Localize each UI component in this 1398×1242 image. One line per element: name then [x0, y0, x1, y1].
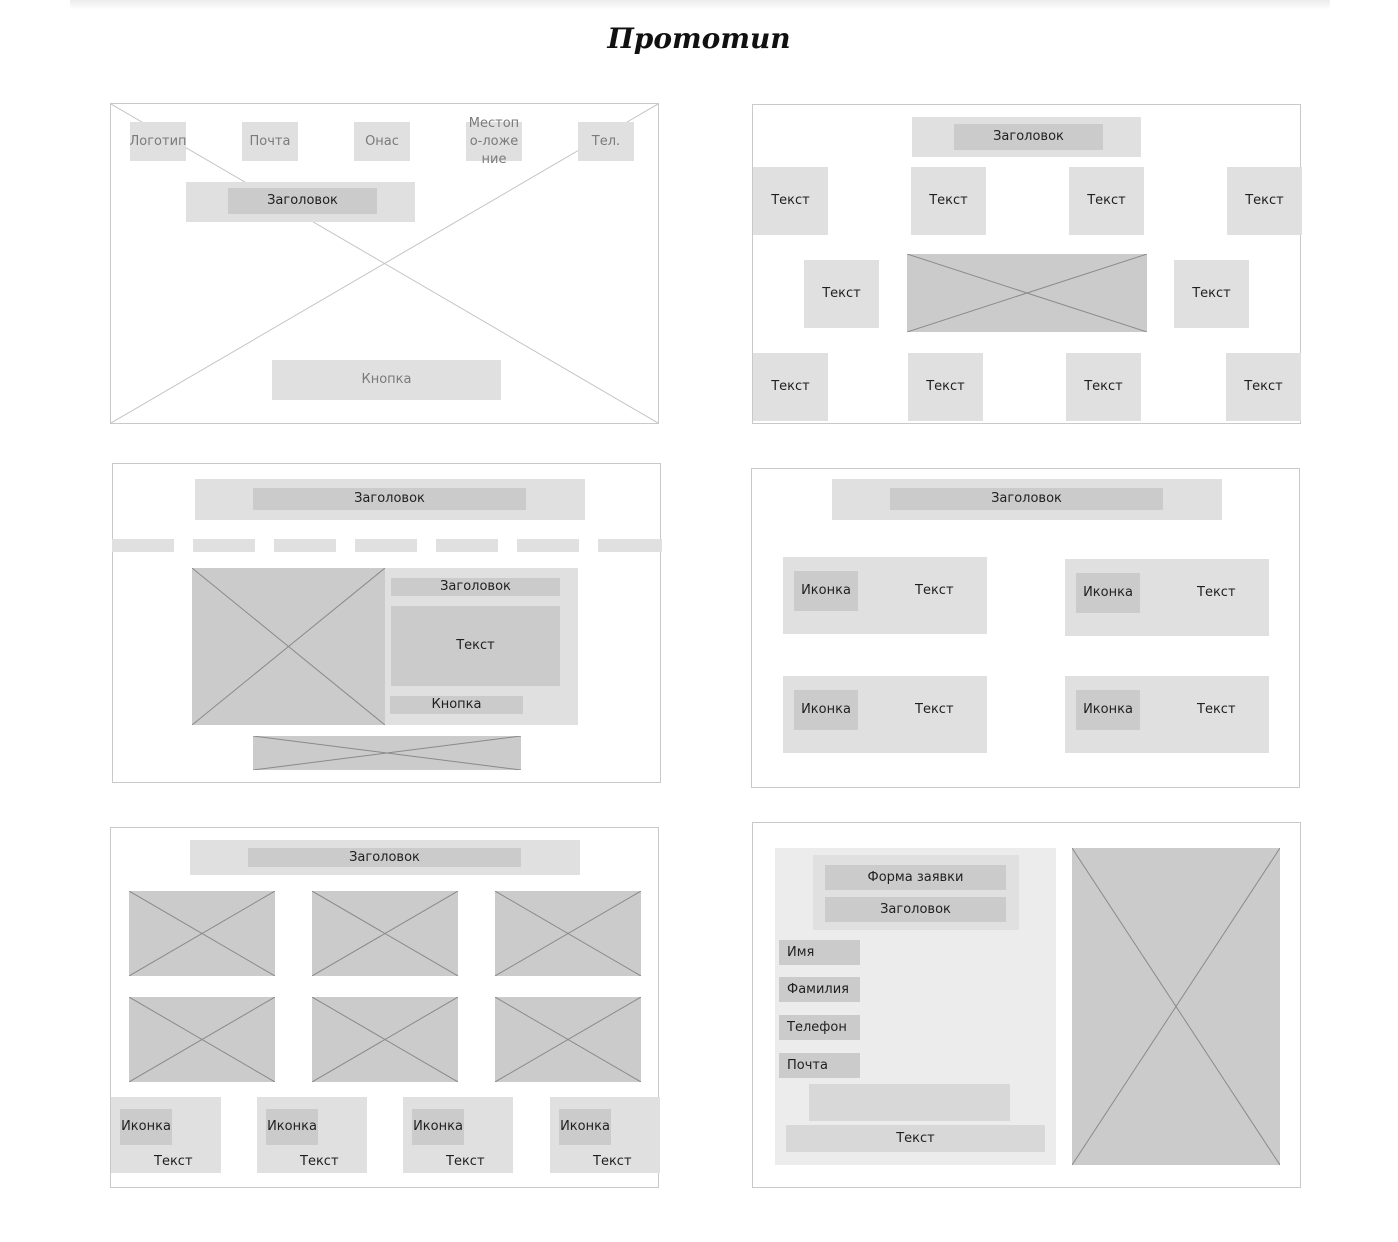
form-panel: Форма заявки Заголовок Имя Фамилия Телеф… — [775, 848, 1056, 1165]
hero-button[interactable]: Кнопка — [272, 360, 501, 400]
feature-text: Текст — [915, 701, 954, 717]
feature-icon: Иконка — [1076, 690, 1140, 730]
form-field-last-name[interactable]: Фамилия — [779, 977, 860, 1002]
hero-wireframe: Логотип Почта Онас Местопо-ложение Тел. … — [110, 103, 659, 424]
feature-item: Иконка Текст — [783, 676, 987, 753]
feature-text: Текст — [1197, 701, 1236, 717]
image-placeholder — [907, 254, 1147, 332]
feature-text: Текст — [915, 582, 954, 598]
gallery-icon-item: Иконка Текст — [111, 1097, 221, 1173]
product-card-text: Текст — [391, 606, 560, 686]
tab-bar[interactable] — [274, 539, 336, 552]
product-card-heading: Заголовок — [391, 578, 560, 596]
hero-heading-box: Заголовок — [186, 182, 415, 222]
text-block: Текст — [1226, 353, 1301, 421]
tab-bar[interactable] — [193, 539, 255, 552]
gallery-image-placeholder — [312, 891, 458, 976]
product-card: Заголовок Текст Кнопка — [192, 568, 578, 725]
gallery-wireframe: Заголовок Иконка Текст Иконка Текст Икон… — [110, 827, 660, 1188]
top-shadow — [70, 0, 1330, 10]
product-image-placeholder — [192, 568, 385, 725]
tab-bar[interactable] — [598, 539, 662, 552]
hero-heading: Заголовок — [228, 188, 377, 214]
gallery-heading-box: Заголовок — [190, 840, 580, 875]
feature-icon: Иконка — [1076, 573, 1140, 613]
text-block: Текст — [804, 260, 879, 328]
text-block: Текст — [911, 167, 986, 235]
gallery-icon-item: Иконка Текст — [550, 1097, 660, 1173]
product-heading-box: Заголовок — [195, 479, 585, 520]
feature-item: Иконка Текст — [1065, 559, 1269, 636]
text-block: Текст — [753, 167, 828, 235]
features-wireframe: Заголовок Иконка Текст Иконка Текст Икон… — [751, 468, 1300, 788]
gallery-heading: Заголовок — [248, 848, 521, 867]
gallery-icon: Иконка — [559, 1109, 611, 1145]
gallery-image-placeholder — [129, 997, 275, 1082]
feature-item: Иконка Текст — [783, 557, 987, 634]
nav-about[interactable]: Онас — [354, 122, 410, 161]
gallery-icon: Иконка — [266, 1109, 318, 1145]
feature-icon: Иконка — [794, 571, 858, 611]
gallery-text: Текст — [446, 1153, 485, 1169]
form-title: Форма заявки — [825, 865, 1006, 890]
text-grid-wireframe: Заголовок Текст Текст Текст Текст Текст … — [752, 104, 1302, 424]
gallery-image-placeholder — [312, 997, 458, 1082]
product-heading: Заголовок — [253, 488, 526, 510]
feature-item: Иконка Текст — [1065, 676, 1269, 753]
tab-bar[interactable] — [355, 539, 417, 552]
form-image-placeholder — [1072, 848, 1280, 1165]
product-card-button[interactable]: Кнопка — [390, 696, 523, 714]
gallery-image-placeholder — [495, 997, 641, 1082]
product-wireframe: Заголовок Заголовок Текст Кнопка — [112, 463, 662, 783]
gallery-image-placeholder — [129, 891, 275, 976]
text-block: Текст — [1174, 260, 1249, 328]
gallery-text: Текст — [593, 1153, 632, 1169]
feature-text: Текст — [1197, 584, 1236, 600]
form-heading: Заголовок — [825, 897, 1006, 922]
nav-phone[interactable]: Тел. — [578, 122, 634, 161]
text-grid-heading: Заголовок — [954, 124, 1103, 150]
text-block: Текст — [1227, 167, 1302, 235]
text-block: Текст — [1066, 353, 1141, 421]
text-block: Текст — [1069, 167, 1144, 235]
form-header-box: Форма заявки Заголовок — [813, 855, 1019, 930]
form-footer-text: Текст — [786, 1125, 1045, 1152]
form-field-phone[interactable]: Телефон — [779, 1015, 860, 1040]
tab-bar[interactable] — [436, 539, 498, 552]
gallery-icon: Иконка — [412, 1109, 464, 1145]
tab-bar[interactable] — [112, 539, 174, 552]
gallery-text: Текст — [154, 1153, 193, 1169]
gallery-image-placeholder — [495, 891, 641, 976]
nav-mail[interactable]: Почта — [242, 122, 298, 161]
feature-icon: Иконка — [794, 690, 858, 730]
form-wireframe: Форма заявки Заголовок Имя Фамилия Телеф… — [752, 822, 1301, 1188]
text-block: Текст — [753, 353, 828, 421]
features-heading: Заголовок — [890, 488, 1163, 510]
nav-location-label: Местопо-ложение — [468, 115, 520, 167]
gallery-text: Текст — [300, 1153, 339, 1169]
features-heading-box: Заголовок — [832, 479, 1222, 520]
form-submit-button[interactable] — [809, 1084, 1010, 1121]
gallery-icon-item: Иконка Текст — [257, 1097, 367, 1173]
nav-location[interactable]: Местопо-ложение — [466, 116, 522, 167]
text-grid-heading-box: Заголовок — [912, 117, 1141, 157]
form-field-email[interactable]: Почта — [779, 1053, 860, 1078]
gallery-icon: Иконка — [120, 1109, 172, 1145]
form-field-first-name[interactable]: Имя — [779, 940, 860, 965]
tab-bar[interactable] — [517, 539, 579, 552]
banner-placeholder — [253, 736, 521, 770]
nav-logo[interactable]: Логотип — [129, 122, 187, 161]
gallery-icon-item: Иконка Текст — [403, 1097, 513, 1173]
text-block: Текст — [908, 353, 983, 421]
page-title: Прототип — [607, 21, 791, 55]
